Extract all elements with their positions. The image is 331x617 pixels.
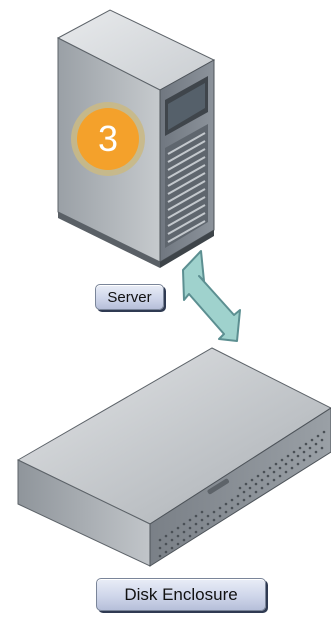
disk-enclosure-label: Disk Enclosure xyxy=(96,578,266,611)
step-badge-number: 3 xyxy=(97,118,119,159)
server-label: Server xyxy=(95,284,164,310)
